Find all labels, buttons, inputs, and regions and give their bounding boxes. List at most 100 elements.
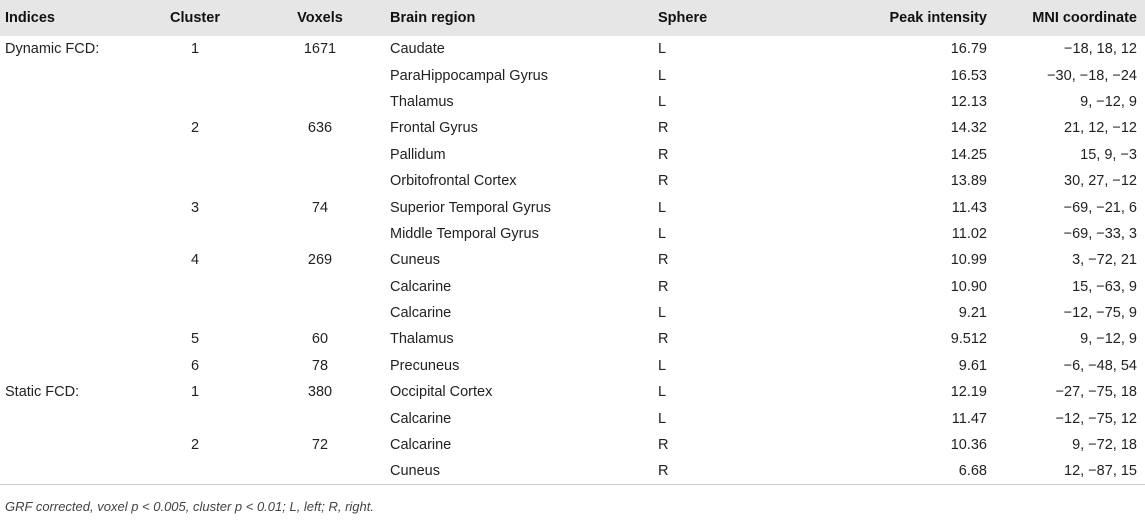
cell-cluster: 4 (190, 252, 200, 269)
cell-cluster (140, 89, 250, 115)
cell-mni-coordinate: 9, −12, 9 (1080, 93, 1137, 110)
table-row: 6 78 Precuneus L 9.61 −6, −48, 54 (0, 353, 1145, 379)
cell-sphere: R (658, 458, 858, 486)
cell-mni-coordinate: 12, −87, 15 (995, 458, 1145, 486)
cell-indices (0, 432, 140, 458)
cell-voxels (250, 300, 390, 326)
cell-indices (0, 247, 140, 273)
cell-peak-intensity: 13.89 (950, 173, 987, 190)
cell-mni-coordinate: 15, 9, −3 (1080, 146, 1137, 163)
cell-sphere: L (658, 199, 667, 216)
cell-peak-intensity: 11.02 (951, 225, 987, 242)
cell-indices: Static FCD: (5, 384, 80, 401)
cell-indices (0, 62, 140, 88)
cell-voxels (250, 458, 390, 486)
cell-indices (0, 300, 140, 326)
cell-voxels (250, 62, 390, 88)
cell-sphere: L (658, 67, 667, 84)
cell-cluster: 5 (190, 331, 200, 348)
cell-sphere: R (658, 120, 669, 137)
cell-cluster: 2 (190, 120, 200, 137)
cell-mni-coordinate: −12, −75, 12 (1055, 410, 1137, 427)
cell-peak-intensity: 14.32 (950, 120, 987, 137)
cell-cluster: 1 (190, 41, 200, 58)
cell-brain-region: Calcarine (390, 437, 452, 454)
table-footnote: GRF corrected, voxel p < 0.005, cluster … (5, 499, 374, 514)
cell-cluster: 6 (190, 357, 200, 374)
cell-mni-coordinate: −69, −21, 6 (1063, 199, 1137, 216)
cell-mni-coordinate: −18, 18, 12 (1064, 41, 1137, 58)
header-sphere: Sphere (658, 0, 858, 36)
cell-indices (0, 405, 140, 431)
cell-indices (0, 353, 140, 379)
cell-brain-region: Orbitofrontal Cortex (390, 173, 517, 190)
table-row: Calcarine L 11.47 −12, −75, 12 (0, 405, 1145, 431)
table-row: Orbitofrontal Cortex R 13.89 30, 27, −12 (0, 168, 1145, 194)
cell-mni-coordinate: −69, −33, 3 (1063, 225, 1137, 242)
cell-indices: Dynamic FCD: (5, 41, 100, 58)
cell-voxels: 74 (311, 199, 329, 216)
cell-peak-intensity: 9.512 (950, 331, 987, 348)
cell-indices (0, 115, 140, 141)
cell-brain-region: Occipital Cortex (390, 384, 493, 401)
results-table: Indices Cluster Voxels Brain region Sphe… (0, 0, 1145, 486)
cell-mni-coordinate: 30, 27, −12 (1064, 173, 1137, 190)
cell-peak-intensity: 11.47 (951, 410, 987, 427)
cell-sphere: L (658, 357, 667, 374)
cell-mni-coordinate: −30, −18, −24 (1047, 67, 1137, 84)
cell-sphere: L (658, 305, 667, 322)
cell-sphere: L (658, 410, 667, 427)
cell-brain-region: Frontal Gyrus (390, 120, 478, 137)
cell-cluster (140, 300, 250, 326)
cell-voxels: 78 (311, 357, 329, 374)
cell-voxels: 72 (311, 437, 329, 454)
cell-sphere: R (658, 146, 669, 163)
cell-mni-coordinate: 15, −63, 9 (1072, 278, 1137, 295)
cell-indices (0, 89, 140, 115)
cell-peak-intensity: 11.43 (951, 199, 987, 216)
cell-brain-region: Cuneus (390, 458, 658, 486)
cell-cluster (140, 458, 250, 486)
cell-brain-region: Cuneus (390, 252, 440, 269)
cell-sphere: R (658, 278, 669, 295)
cell-voxels (250, 89, 390, 115)
cell-voxels: 1671 (303, 41, 337, 58)
cell-brain-region: Thalamus (390, 93, 454, 110)
header-voxels: Voxels (250, 0, 390, 36)
cell-voxels: 636 (307, 120, 333, 137)
cell-cluster (140, 221, 250, 247)
cell-peak-intensity: 16.79 (950, 41, 987, 58)
header-brain-region: Brain region (390, 0, 658, 36)
cell-sphere: R (658, 173, 669, 190)
cell-cluster (140, 142, 250, 168)
cell-voxels: 60 (311, 331, 329, 348)
cell-voxels (250, 142, 390, 168)
cell-voxels (250, 221, 390, 247)
cell-mni-coordinate: −27, −75, 18 (1055, 384, 1137, 401)
cell-cluster: 2 (190, 437, 200, 454)
cell-mni-coordinate: 3, −72, 21 (1072, 252, 1137, 269)
cell-cluster: 1 (190, 384, 200, 401)
cell-voxels (250, 405, 390, 431)
cell-sphere: R (658, 252, 669, 269)
cell-brain-region: Precuneus (390, 357, 460, 374)
cell-mni-coordinate: −6, −48, 54 (1063, 357, 1137, 374)
cell-sphere: L (658, 41, 667, 58)
cell-brain-region: Thalamus (390, 331, 454, 348)
cell-peak-intensity: 16.53 (950, 67, 987, 84)
cell-cluster (140, 405, 250, 431)
cell-brain-region: Calcarine (390, 410, 452, 427)
cell-mni-coordinate: 9, −12, 9 (1080, 331, 1137, 348)
cell-peak-intensity: 9.61 (958, 357, 987, 374)
cell-peak-intensity: 6.68 (858, 458, 995, 486)
